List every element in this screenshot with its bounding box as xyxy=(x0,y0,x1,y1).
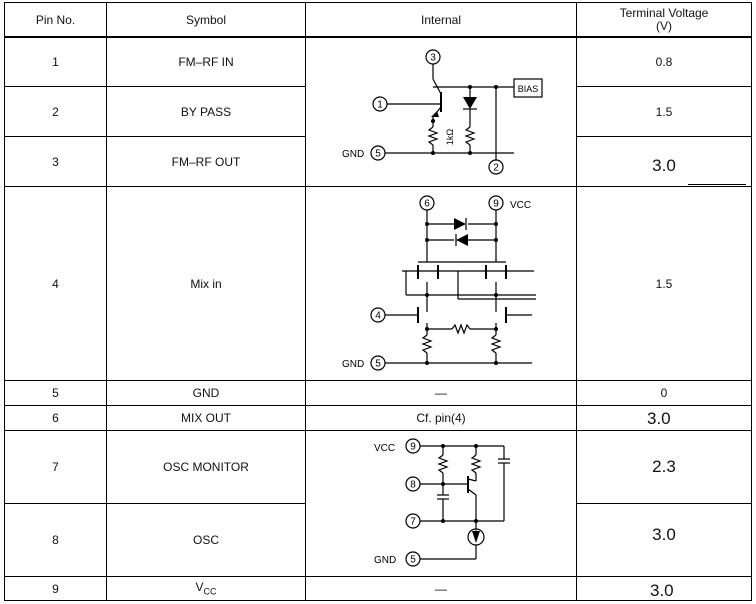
row9-voltage: 3.0 xyxy=(650,581,674,600)
row5-symbol: GND xyxy=(192,386,220,400)
row6-internal: Cf. pin(4) xyxy=(416,411,466,425)
row8-pin: 8 xyxy=(52,533,59,547)
row1-pin: 1 xyxy=(52,55,59,69)
row9-pin: 9 xyxy=(52,581,59,596)
circuit-a-node-2: 2 xyxy=(493,163,499,174)
circuit-a-node-1: 1 xyxy=(377,100,383,111)
row3-symbol: FM–RF OUT xyxy=(171,154,241,169)
row7-pin: 7 xyxy=(52,460,59,474)
col-divider-1 xyxy=(106,2,107,600)
table-border-top xyxy=(4,2,752,3)
circuit-a-resistor-label: 1kΩ xyxy=(445,129,455,146)
row9-symbol-text: VCC xyxy=(195,580,217,597)
row2-symbol: BY PASS xyxy=(180,104,232,119)
circuit-c-node-8: 8 xyxy=(410,480,416,491)
circuit-oscillator: 9 8 7 5 VCC GND xyxy=(374,438,510,567)
row-sep-6-7 xyxy=(4,430,752,431)
row2-voltage: 1.5 xyxy=(655,104,673,119)
row6-voltage-underline xyxy=(690,430,746,431)
row5-voltage: 0 xyxy=(660,386,668,400)
row8-symbol: OSC xyxy=(192,533,219,547)
header-internal: Internal xyxy=(420,12,462,27)
row3-pin: 3 xyxy=(52,154,59,169)
col-divider-2 xyxy=(305,2,306,600)
circuit-a-gnd-label: GND xyxy=(342,149,364,160)
row2-pin: 2 xyxy=(52,104,59,119)
col-divider-3 xyxy=(576,2,577,600)
circuit-b-node-6: 6 xyxy=(424,199,430,210)
row-sep-1-2-right xyxy=(576,86,752,87)
row6-pin: 6 xyxy=(52,411,59,425)
row9-voltage-underline xyxy=(692,600,746,601)
header-terminal-voltage-line1: Terminal Voltage xyxy=(619,5,709,20)
row9-internal: — xyxy=(435,581,447,596)
header-symbol: Symbol xyxy=(185,12,226,27)
row8-voltage: 3.0 xyxy=(652,525,676,544)
row5-internal: — xyxy=(435,386,447,400)
circuit-c-gnd-label: GND xyxy=(374,555,396,566)
row4-symbol: Mix in xyxy=(190,276,222,291)
row-sep-1-2-left xyxy=(4,86,305,87)
circuit-b-node-4: 4 xyxy=(375,311,381,322)
circuit-rf-amp: 3 1 5 2 GND BIAS 1kΩ xyxy=(342,49,543,175)
col-border-left xyxy=(4,2,5,600)
table-border-bottom xyxy=(4,600,752,601)
row1-symbol: FM–RF IN xyxy=(178,55,234,69)
row3-voltage-underline xyxy=(688,184,746,185)
row7-voltage: 2.3 xyxy=(652,457,676,476)
circuit-c-vcc-label: VCC xyxy=(374,443,395,454)
row-sep-7-8-right xyxy=(576,503,752,504)
row-sep-7-8-left xyxy=(4,503,305,504)
row-sep-4-5 xyxy=(4,380,752,381)
header-divider xyxy=(4,36,752,38)
row-sep-2-3-right xyxy=(576,136,752,137)
circuit-b-node-5: 5 xyxy=(375,359,381,370)
row6-voltage: 3.0 xyxy=(647,409,671,428)
row6-symbol: MIX OUT xyxy=(181,411,231,425)
circuit-b-vcc-label: VCC xyxy=(510,200,531,211)
row-sep-5-6 xyxy=(4,405,752,406)
row4-pin: 4 xyxy=(52,276,59,291)
row5-pin: 5 xyxy=(52,386,59,400)
row7-symbol: OSC MONITOR xyxy=(163,460,249,474)
circuit-c-node-7: 7 xyxy=(410,517,416,528)
circuit-a-node-3: 3 xyxy=(430,53,436,64)
row-sep-8-9 xyxy=(4,576,752,577)
header-terminal-voltage-unit: (V) xyxy=(656,18,672,33)
row-sep-3-4 xyxy=(4,186,752,187)
row4-voltage: 1.5 xyxy=(655,276,673,291)
circuit-c-node-5: 5 xyxy=(410,555,416,566)
circuit-b-gnd-label: GND xyxy=(342,359,364,370)
header-terminal-voltage: Terminal Voltage (V) xyxy=(577,3,751,36)
circuit-a-node-5: 5 xyxy=(375,149,381,160)
circuit-b-node-9: 9 xyxy=(493,199,499,210)
row-sep-2-3-left xyxy=(4,136,305,137)
circuit-c-node-9: 9 xyxy=(410,442,416,453)
circuit-a-bias-label: BIAS xyxy=(518,84,539,94)
circuit-mixer: 6 9 4 5 VCC GND xyxy=(342,195,536,371)
row1-voltage: 0.8 xyxy=(655,55,673,69)
header-pin-no: Pin No. xyxy=(35,12,76,27)
row9-symbol: VCC xyxy=(107,577,305,600)
col-border-right xyxy=(751,2,752,600)
row3-voltage: 3.0 xyxy=(652,156,676,175)
